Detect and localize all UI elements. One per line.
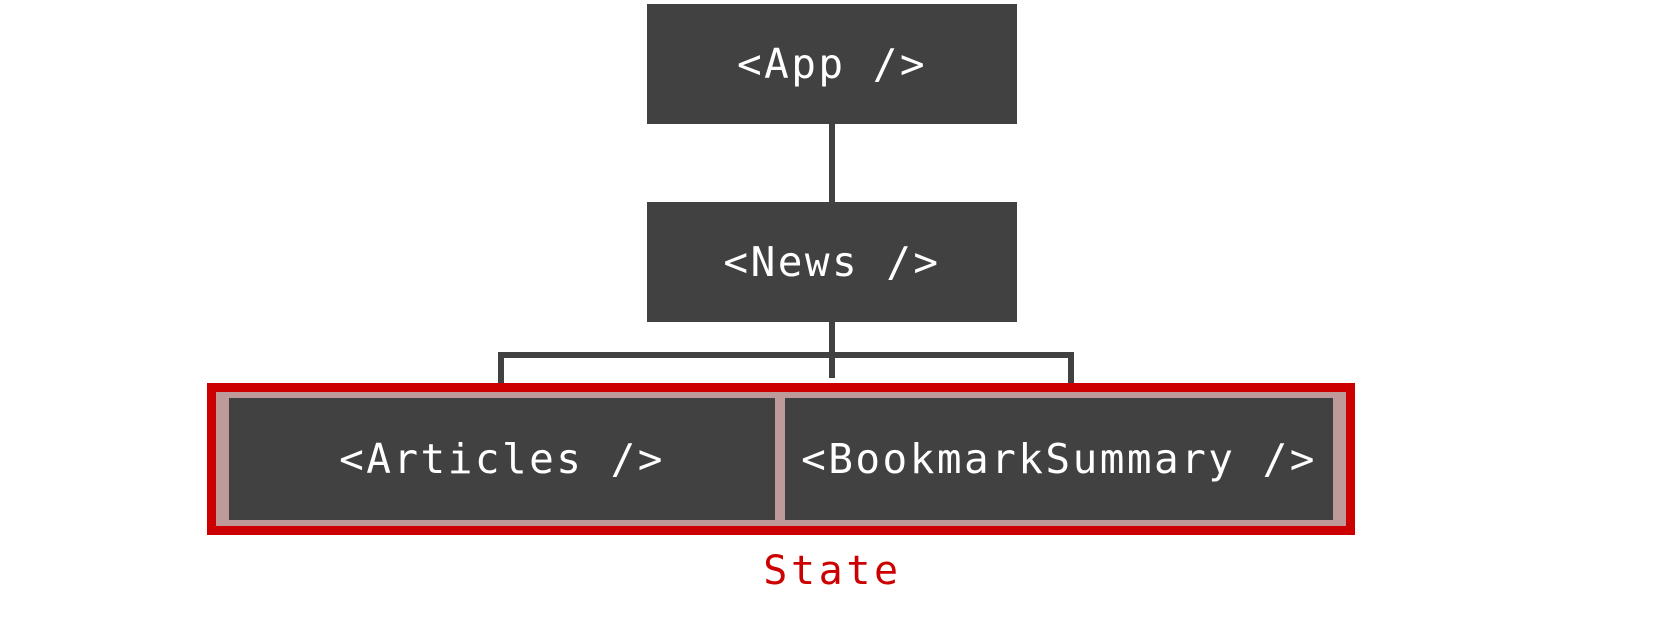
state-highlight-container: <Articles /> <BookmarkSummary /> bbox=[207, 383, 1355, 535]
state-caption: State bbox=[763, 548, 902, 594]
node-news-label: <News /> bbox=[723, 238, 941, 286]
edge-branch-bar bbox=[498, 352, 1074, 358]
node-news: <News /> bbox=[647, 202, 1017, 322]
node-app: <App /> bbox=[647, 4, 1017, 124]
node-bookmarksummary: <BookmarkSummary /> bbox=[785, 398, 1333, 520]
node-articles: <Articles /> bbox=[229, 398, 775, 520]
node-articles-label: <Articles /> bbox=[339, 435, 665, 483]
node-bookmarksummary-label: <BookmarkSummary /> bbox=[801, 435, 1317, 483]
edge-news-drop bbox=[829, 322, 835, 378]
node-app-label: <App /> bbox=[736, 40, 927, 88]
edge-app-to-news bbox=[829, 124, 835, 203]
